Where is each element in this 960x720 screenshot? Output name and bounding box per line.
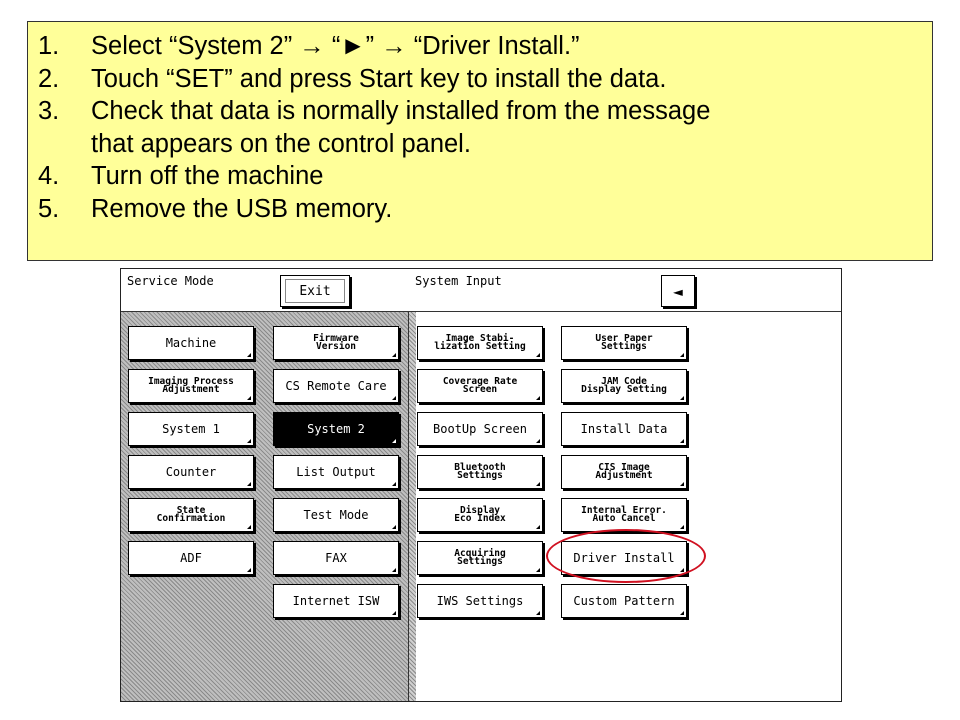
cs-remote-care-button[interactable]: CS Remote Care [273,369,399,403]
driver-install-highlight-circle [546,529,706,583]
bootup-screen-button[interactable]: BootUp Screen [417,412,543,446]
imaging-process-adjustment-button[interactable]: Imaging Process Adjustment [128,369,254,403]
custom-pattern-button[interactable]: Custom Pattern [561,584,687,618]
left-arrow-icon: ◄ [673,281,683,301]
state-confirmation-button[interactable]: State Confirmation [128,498,254,532]
instruction-step-3: 3.Check that data is normally installed … [38,97,711,126]
fax-button[interactable]: FAX [273,541,399,575]
coverage-rate-screen-button[interactable]: Coverage Rate Screen [417,369,543,403]
instruction-step-2: 2.Touch “SET” and press Start key to ins… [38,64,667,93]
exit-button[interactable]: Exit [280,275,350,307]
panel-header: Service Mode Exit System Input ◄ [121,269,841,311]
exit-label: Exit [285,279,345,303]
cis-image-adjustment-button[interactable]: CIS Image Adjustment [561,455,687,489]
user-paper-settings-button[interactable]: User Paper Settings [561,326,687,360]
internet-isw-button[interactable]: Internet ISW [273,584,399,618]
instruction-step-4: 4.Turn off the machine [38,162,324,191]
panel-subtitle: System Input [415,274,502,288]
image-stabilization-setting-button[interactable]: Image Stabi- lization Setting [417,326,543,360]
test-mode-button[interactable]: Test Mode [273,498,399,532]
back-arrow-button[interactable]: ◄ [661,275,695,307]
iws-settings-button[interactable]: IWS Settings [417,584,543,618]
instruction-box: 1.Select “System 2” → “►” → “Driver Inst… [27,21,933,261]
display-eco-index-button[interactable]: Display Eco Index [417,498,543,532]
machine-button[interactable]: Machine [128,326,254,360]
counter-button[interactable]: Counter [128,455,254,489]
internal-error-auto-cancel-button[interactable]: Internal Error. Auto Cancel [561,498,687,532]
instruction-step-3-cont: that appears on the control panel. [91,129,471,158]
system-2-button[interactable]: System 2 [273,412,399,446]
list-output-button[interactable]: List Output [273,455,399,489]
bluetooth-settings-button[interactable]: Bluetooth Settings [417,455,543,489]
service-mode-panel: Service Mode Exit System Input ◄ Machine… [120,268,842,702]
instruction-step-1: 1.Select “System 2” → “►” → “Driver Inst… [38,32,580,60]
panel-title: Service Mode [127,274,214,288]
jam-code-display-setting-button[interactable]: JAM Code Display Setting [561,369,687,403]
install-data-button[interactable]: Install Data [561,412,687,446]
system-1-button[interactable]: System 1 [128,412,254,446]
acquiring-settings-button[interactable]: Acquiring Settings [417,541,543,575]
adf-button[interactable]: ADF [128,541,254,575]
instruction-step-5: 5.Remove the USB memory. [38,194,393,223]
firmware-version-button[interactable]: Firmware Version [273,326,399,360]
